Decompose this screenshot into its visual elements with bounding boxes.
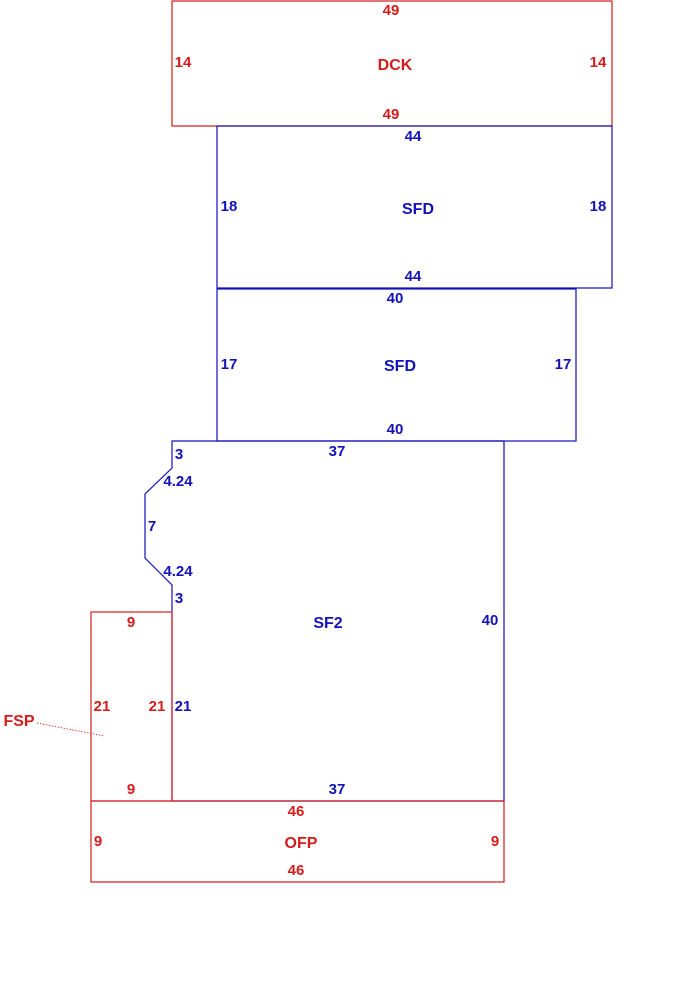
area-sf2: 37 3 4.24 7 4.24 3 SF2 40 21 37 [144, 440, 505, 802]
dck-right-dimension: 14 [590, 54, 607, 71]
fsp-label: FSP [3, 713, 34, 730]
sfd-lower-right-dimension: 17 [555, 356, 572, 373]
fsp-top-dimension: 9 [127, 614, 135, 631]
fsp-leader-line [36, 722, 105, 737]
dck-label: DCK [378, 57, 413, 74]
fsp-bottom-dimension: 9 [127, 781, 135, 798]
sfd-upper-right-dimension: 18 [590, 198, 607, 215]
ofp-top-dimension: 46 [288, 803, 305, 820]
ofp-right-dimension: 9 [491, 833, 499, 850]
sfd-lower-label: SFD [384, 358, 416, 375]
area-sfd-upper: 44 18 SFD 18 44 [216, 125, 613, 289]
sf2-left-lower-dimension: 3 [175, 590, 183, 607]
fsp-right-dimension: 21 [149, 698, 166, 715]
area-ofp: 46 9 OFP 9 46 [90, 800, 505, 883]
sfd-lower-top-dimension: 40 [387, 290, 404, 307]
area-dck: 49 14 DCK 14 49 [171, 0, 613, 127]
sf2-left-upper-dimension: 3 [175, 446, 183, 463]
sf2-top-dimension: 37 [329, 443, 346, 460]
sf2-outline [144, 440, 505, 802]
sfd-lower-bottom-dimension: 40 [387, 421, 404, 438]
dck-left-dimension: 14 [175, 54, 192, 71]
sfd-upper-label: SFD [402, 201, 434, 218]
sf2-right-dimension: 40 [482, 612, 499, 629]
sf2-left-diag-upper-dimension: 4.24 [163, 473, 193, 490]
dck-top-dimension: 49 [383, 2, 400, 19]
ofp-bottom-dimension: 46 [288, 862, 305, 879]
sf2-left-middle-dimension: 7 [148, 518, 156, 535]
sfd-lower-left-dimension: 17 [221, 356, 238, 373]
ofp-outline [90, 800, 505, 883]
sf2-label: SF2 [313, 615, 342, 632]
sfd-upper-outline [216, 125, 613, 289]
sf2-bottom-dimension: 37 [329, 781, 346, 798]
dck-bottom-dimension: 49 [383, 106, 400, 123]
sfd-upper-bottom-dimension: 44 [405, 268, 422, 285]
sfd-upper-top-dimension: 44 [405, 128, 422, 145]
sf2-left-base-dimension: 21 [175, 698, 192, 715]
area-fsp: 9 21 21 9 FSP [3, 611, 173, 802]
fsp-left-dimension: 21 [94, 698, 111, 715]
ofp-left-dimension: 9 [94, 833, 102, 850]
area-sfd-lower: 40 17 SFD 17 40 [216, 288, 577, 442]
ofp-label: OFP [285, 835, 318, 852]
sf2-left-diag-lower-dimension: 4.24 [163, 563, 193, 580]
sfd-upper-left-dimension: 18 [221, 198, 238, 215]
